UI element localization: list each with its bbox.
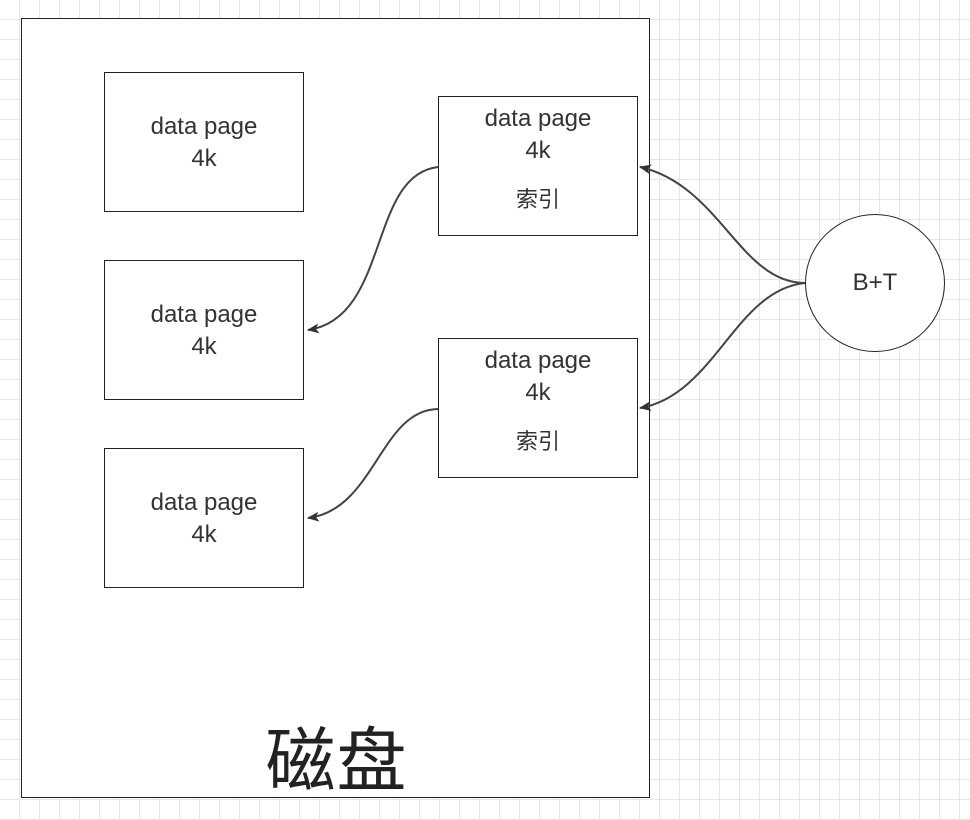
arrow-btree-to-index-page-2 xyxy=(639,282,806,412)
arrow-btree-to-index-page-1 xyxy=(639,164,806,284)
index-page-role: 索引 xyxy=(515,188,560,213)
data-page-size: 4k xyxy=(191,333,217,360)
data-page-size: 4k xyxy=(191,521,217,548)
data-page-3[interactable]: data page 4k xyxy=(104,448,304,588)
btree-node[interactable]: B+T xyxy=(805,214,945,352)
index-page-title: data page xyxy=(484,105,592,132)
data-page-1[interactable]: data page 4k xyxy=(104,72,304,212)
disk-label: 磁盘 xyxy=(265,720,408,802)
data-page-title: data page xyxy=(150,301,258,328)
index-page-role: 索引 xyxy=(515,430,560,455)
data-page-title: data page xyxy=(150,113,258,140)
data-page-size: 4k xyxy=(191,145,217,172)
data-page-2[interactable]: data page 4k xyxy=(104,260,304,400)
index-page-title: data page xyxy=(484,347,592,374)
btree-label: B+T xyxy=(852,269,898,296)
index-page-size: 4k xyxy=(525,379,551,406)
index-page-size: 4k xyxy=(525,137,551,164)
data-page-title: data page xyxy=(150,489,258,516)
index-page-1[interactable]: data page 4k 索引 xyxy=(438,96,638,236)
index-page-2[interactable]: data page 4k 索引 xyxy=(438,338,638,478)
